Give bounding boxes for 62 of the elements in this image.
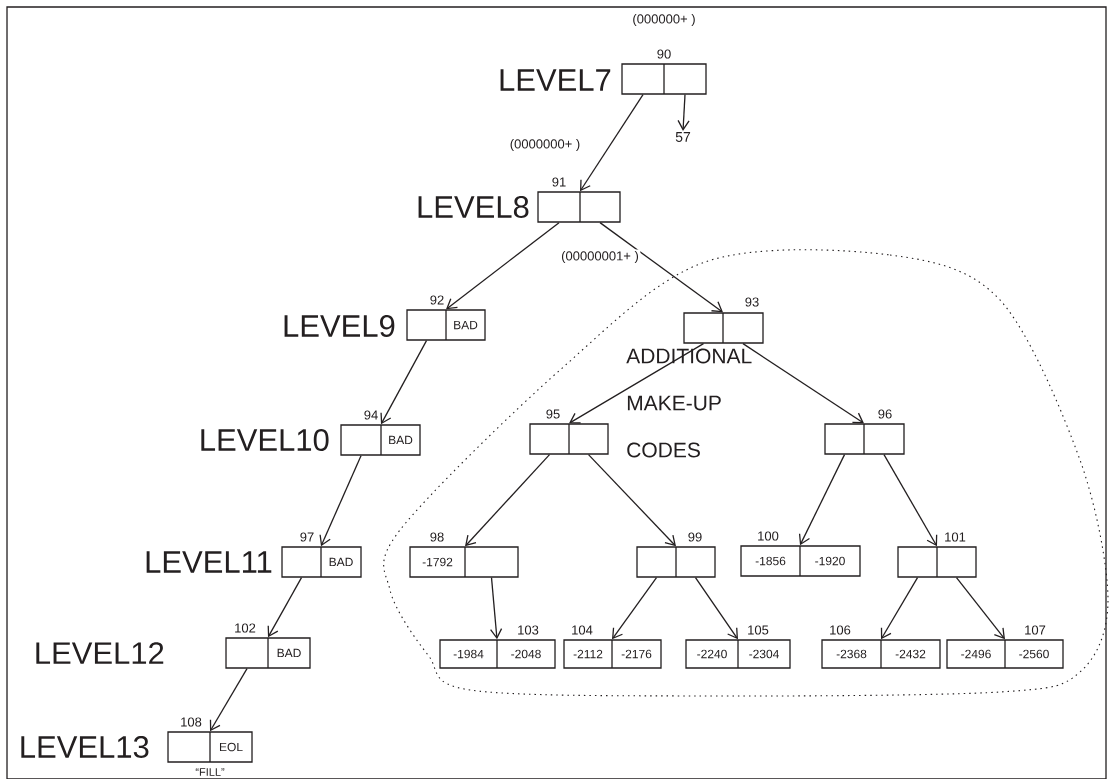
node-number: 105: [748, 625, 769, 635]
arrow: [465, 454, 551, 547]
split-box: BAD: [406, 309, 486, 341]
level-label: LEVEL13: [21, 736, 149, 758]
arrow: [587, 454, 676, 547]
node-number: 91: [552, 177, 566, 187]
node-number: 98: [430, 532, 444, 542]
node-number: 94: [364, 410, 378, 420]
arrow: [446, 222, 560, 310]
level-label: LEVEL10: [201, 429, 329, 451]
split-box: BAD: [225, 637, 311, 669]
split-box: -2240 -2304: [685, 639, 791, 669]
split-box: -2496 -2560: [946, 639, 1064, 669]
arrow: [955, 577, 1005, 640]
split-box: -1856 -1920: [740, 545, 861, 577]
split-box: -2112 -2176: [563, 639, 662, 669]
node-number: 95: [546, 409, 560, 419]
level-label: LEVEL11: [146, 551, 272, 573]
node-number: 106: [830, 625, 851, 635]
arrow: [569, 343, 705, 424]
arrow: [798, 454, 846, 546]
node-number: 102: [235, 623, 256, 633]
arrow: [319, 455, 362, 547]
level-label: LEVEL7: [500, 69, 611, 91]
split-box: EOL: [167, 731, 253, 763]
arrow: [599, 222, 723, 313]
arrow: [612, 577, 658, 640]
node-number: 108: [181, 717, 202, 727]
node-number: 101: [945, 532, 966, 542]
node-number: 97: [300, 532, 314, 542]
arrow: [267, 577, 303, 638]
split-box: -2368 -2432: [821, 639, 941, 669]
arrow: [742, 343, 864, 424]
arrow: [694, 577, 738, 640]
arrow: [209, 668, 248, 732]
node-number: 99: [688, 532, 702, 542]
node-number: 90: [657, 49, 671, 59]
arrow: [380, 340, 428, 425]
level-label: LEVEL12: [36, 642, 164, 664]
edge-label: (0000000+ ): [508, 137, 582, 153]
split-box: BAD: [281, 546, 362, 578]
split-box: -1984 -2048: [439, 639, 556, 669]
end-label: 57: [675, 132, 691, 142]
arrow: [677, 94, 690, 131]
node-number: 93: [745, 297, 759, 307]
fill-label: “FILL”: [195, 768, 225, 776]
node-number: 92: [430, 295, 444, 305]
node-number: 104: [572, 625, 593, 635]
arrow: [580, 94, 644, 192]
arrow: [880, 577, 919, 640]
edge-label: (00000001+ ): [559, 249, 641, 265]
arrow: [883, 454, 938, 547]
split-box: BAD: [340, 424, 421, 456]
split-box: -1792: [409, 546, 519, 578]
code-label: (000000+ ): [633, 13, 695, 27]
level-label: LEVEL8: [418, 196, 529, 218]
node-number: 107: [1025, 625, 1046, 635]
arrow: [489, 577, 503, 640]
level-label: LEVEL9: [284, 315, 395, 337]
node-number: 103: [518, 625, 539, 635]
node-number: 96: [878, 409, 892, 419]
node-number: 100: [758, 531, 779, 541]
